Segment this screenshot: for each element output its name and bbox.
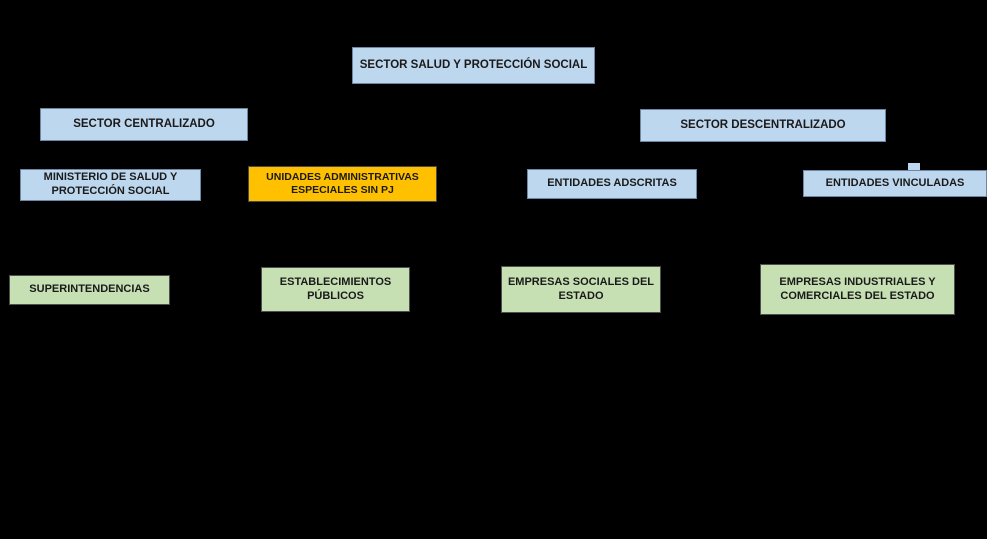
node-ministerio-de-salud: MINISTERIO DE SALUD Y PROTECCIÓN SOCIAL bbox=[20, 169, 201, 201]
node-establecimientos-publicos: ESTABLECIMIENTOS PÚBLICOS bbox=[261, 267, 410, 312]
node-sector-salud-y-proteccion-social: SECTOR SALUD Y PROTECCIÓN SOCIAL bbox=[352, 47, 595, 84]
node-sector-centralizado: SECTOR CENTRALIZADO bbox=[40, 108, 248, 141]
node-unidades-administrativas-especiales: UNIDADES ADMINISTRATIVAS ESPECIALES SIN … bbox=[248, 166, 437, 202]
connector-stub bbox=[908, 163, 920, 171]
node-superintendencias: SUPERINTENDENCIAS bbox=[9, 275, 170, 305]
node-entidades-vinculadas: ENTIDADES VINCULADAS bbox=[803, 170, 987, 197]
node-entidades-adscritas: ENTIDADES ADSCRITAS bbox=[527, 169, 697, 199]
node-empresas-sociales-del-estado: EMPRESAS SOCIALES DEL ESTADO bbox=[501, 266, 661, 313]
node-empresas-industriales-y-comerciales: EMPRESAS INDUSTRIALES Y COMERCIALES DEL … bbox=[760, 264, 955, 315]
node-sector-descentralizado: SECTOR DESCENTRALIZADO bbox=[640, 109, 886, 142]
